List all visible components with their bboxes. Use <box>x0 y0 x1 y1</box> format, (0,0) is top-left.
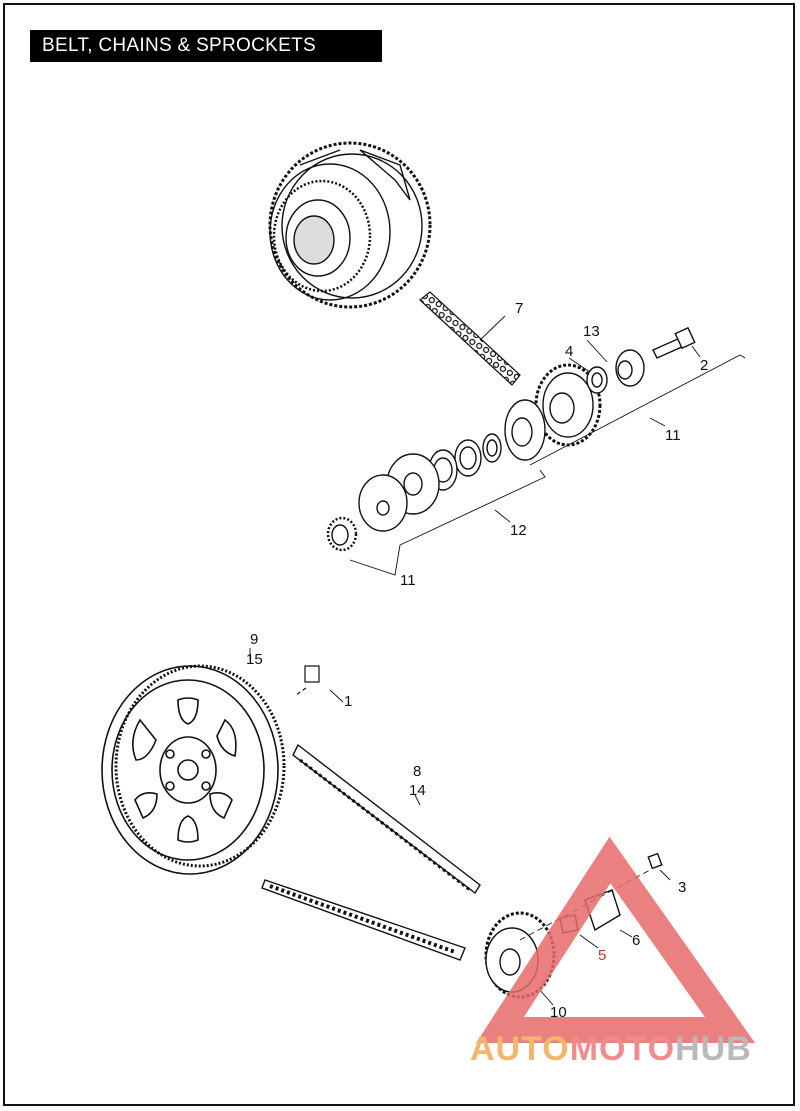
callout-13: 13 <box>583 323 600 340</box>
callout-5: 5 <box>598 947 606 964</box>
leader-lines-top <box>349 315 746 576</box>
primary-chain <box>419 291 521 386</box>
callout-10: 10 <box>550 1004 567 1021</box>
callout-14: 14 <box>409 782 426 799</box>
leader-lines-bottom <box>249 648 671 1006</box>
callout-4: 4 <box>565 343 573 360</box>
watermark-part-hub: HUB <box>675 1030 752 1068</box>
watermark-logo-mark <box>476 836 756 1043</box>
pulley-bolt <box>295 665 320 696</box>
callout-15: 15 <box>246 651 263 668</box>
watermark-part-moto: MOTO <box>569 1030 676 1068</box>
callout-7: 7 <box>515 300 523 317</box>
callout-12: 12 <box>510 522 527 539</box>
callout-labels: 7 13 4 2 11 12 11 9 15 1 8 14 3 6 5 10 <box>246 300 708 1021</box>
callout-6: 6 <box>632 932 640 949</box>
rear-belt-pulley <box>101 664 286 875</box>
callout-11-top: 11 <box>665 427 681 444</box>
page-frame <box>3 3 795 1106</box>
drive-belt <box>261 743 481 961</box>
watermark-wordmark: AUTOMOTOHUB <box>470 1030 795 1070</box>
callout-8: 8 <box>413 763 421 780</box>
compensator-assembly <box>326 326 696 552</box>
callout-3: 3 <box>678 879 686 896</box>
callout-9: 9 <box>250 631 258 648</box>
page-title: BELT, CHAINS & SPROCKETS <box>30 30 382 62</box>
watermark-part-auto: AUTO <box>470 1030 570 1068</box>
callout-2: 2 <box>700 357 708 374</box>
callout-1: 1 <box>344 693 352 710</box>
callout-11-bottom: 11 <box>400 572 416 589</box>
clutch-shell <box>268 141 432 309</box>
